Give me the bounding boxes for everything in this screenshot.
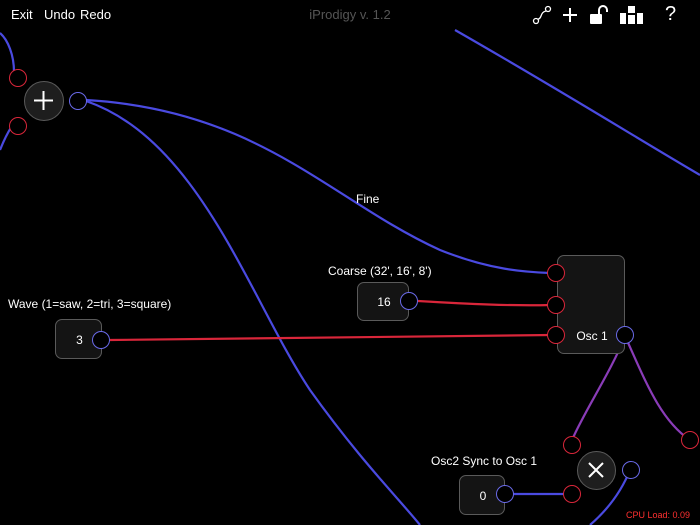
osc-out-wire-b	[623, 335, 691, 441]
coarse-value: 16	[377, 295, 391, 309]
mixer-output-port[interactable]	[69, 92, 87, 110]
long-wire	[85, 99, 421, 525]
mixer-input-port-1[interactable]	[9, 69, 27, 87]
mixer-input-port-2[interactable]	[9, 117, 27, 135]
sync-output-port[interactable]	[496, 485, 514, 503]
wave-output-port[interactable]	[92, 331, 110, 349]
multiply-output-port[interactable]	[622, 461, 640, 479]
cpu-load-indicator: CPU Load: 0.09	[625, 510, 690, 520]
undo-button[interactable]: Undo	[44, 7, 76, 22]
top-wire-left	[0, 32, 16, 73]
multiply-input-port-1[interactable]	[563, 436, 581, 454]
wave-label: Wave (1=saw, 2=tri, 3=square)	[8, 297, 172, 311]
redo-button[interactable]: Redo	[80, 7, 112, 22]
fine-wire	[85, 98, 551, 275]
close-icon	[588, 462, 604, 478]
unlock-icon[interactable]	[586, 3, 610, 27]
plus-icon[interactable]	[558, 3, 582, 27]
modules-icon[interactable]	[618, 3, 646, 27]
sync-label: Osc2 Sync to Osc 1	[431, 454, 538, 468]
link-icon[interactable]	[530, 3, 554, 27]
help-icon[interactable]: ?	[665, 3, 677, 25]
multiply-input-port-2[interactable]	[563, 485, 581, 503]
coarse-label: Coarse (32', 16', 8')	[328, 264, 432, 278]
offscreen-input-port[interactable]	[681, 431, 699, 449]
app-title: iProdigy v. 1.2	[309, 7, 391, 22]
top-right-wire	[454, 29, 700, 176]
coarse-output-port[interactable]	[400, 292, 418, 310]
fine-label: Fine	[356, 192, 380, 206]
plus-icon	[34, 91, 53, 110]
osc1-input-coarse[interactable]	[547, 296, 565, 314]
wave-value: 3	[76, 333, 83, 347]
osc1-input-wave[interactable]	[547, 326, 565, 344]
osc1-output-port[interactable]	[616, 326, 634, 344]
toolbar: Exit Undo Redo iProdigy v. 1.2 ?	[0, 0, 700, 30]
osc1-node[interactable]: Osc 1	[557, 255, 625, 354]
mixer-node[interactable]	[24, 81, 64, 121]
osc1-label: Osc 1	[576, 329, 608, 343]
exit-button[interactable]: Exit	[11, 7, 33, 22]
wave-wire	[109, 333, 552, 342]
multiply-node[interactable]	[577, 451, 616, 490]
sync-value: 0	[479, 489, 487, 503]
coarse-wire	[417, 299, 552, 307]
osc1-input-fine[interactable]	[547, 264, 565, 282]
